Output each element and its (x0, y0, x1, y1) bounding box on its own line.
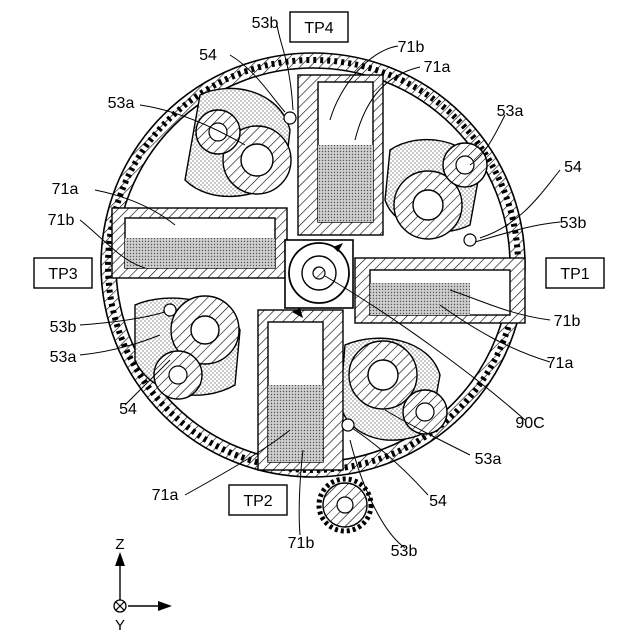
container-left (112, 208, 287, 278)
ref-90c: 90C (515, 415, 544, 432)
container-bottom (258, 310, 343, 470)
ref-53a-left: 53a (50, 349, 77, 366)
axis-indicator (114, 552, 172, 612)
ref-54-bottom: 54 (429, 493, 447, 510)
ref-71a-bottom: 71a (152, 487, 179, 504)
ref-53b-bottom: 53b (391, 543, 418, 560)
axis-y-label: Y (115, 617, 125, 634)
ref-71b-right: 71b (554, 313, 581, 330)
ref-53a-upper-right: 53a (497, 103, 524, 120)
ref-71b-left: 71b (48, 212, 75, 229)
ref-71b-bottom: 71b (288, 535, 315, 552)
roller-group-upper-left (185, 88, 291, 196)
ref-71a-left: 71a (52, 181, 79, 198)
ref-54-right: 54 (564, 159, 582, 176)
ref-54-top: 54 (199, 47, 217, 64)
ref-53b-right: 53b (560, 215, 587, 232)
drive-gear (319, 479, 371, 531)
ref-71a-top: 71a (424, 59, 451, 76)
tp2-label: TP2 (243, 493, 272, 510)
ref-53a-upper-left: 53a (108, 95, 135, 112)
ref-53b-top: 53b (252, 15, 279, 32)
ref-54-left: 54 (119, 401, 137, 418)
tp3-label: TP3 (48, 266, 77, 283)
tp1-label: TP1 (560, 266, 589, 283)
ref-71b-top: 71b (398, 39, 425, 56)
container-top (298, 75, 383, 235)
axis-z-label: Z (115, 536, 124, 553)
tp4-label: TP4 (304, 20, 333, 37)
ref-71a-right: 71a (547, 355, 574, 372)
container-right (355, 258, 525, 323)
central-hub-90c (285, 240, 353, 318)
ref-53a-lower-right: 53a (475, 451, 502, 468)
ref-53b-left: 53b (50, 319, 77, 336)
